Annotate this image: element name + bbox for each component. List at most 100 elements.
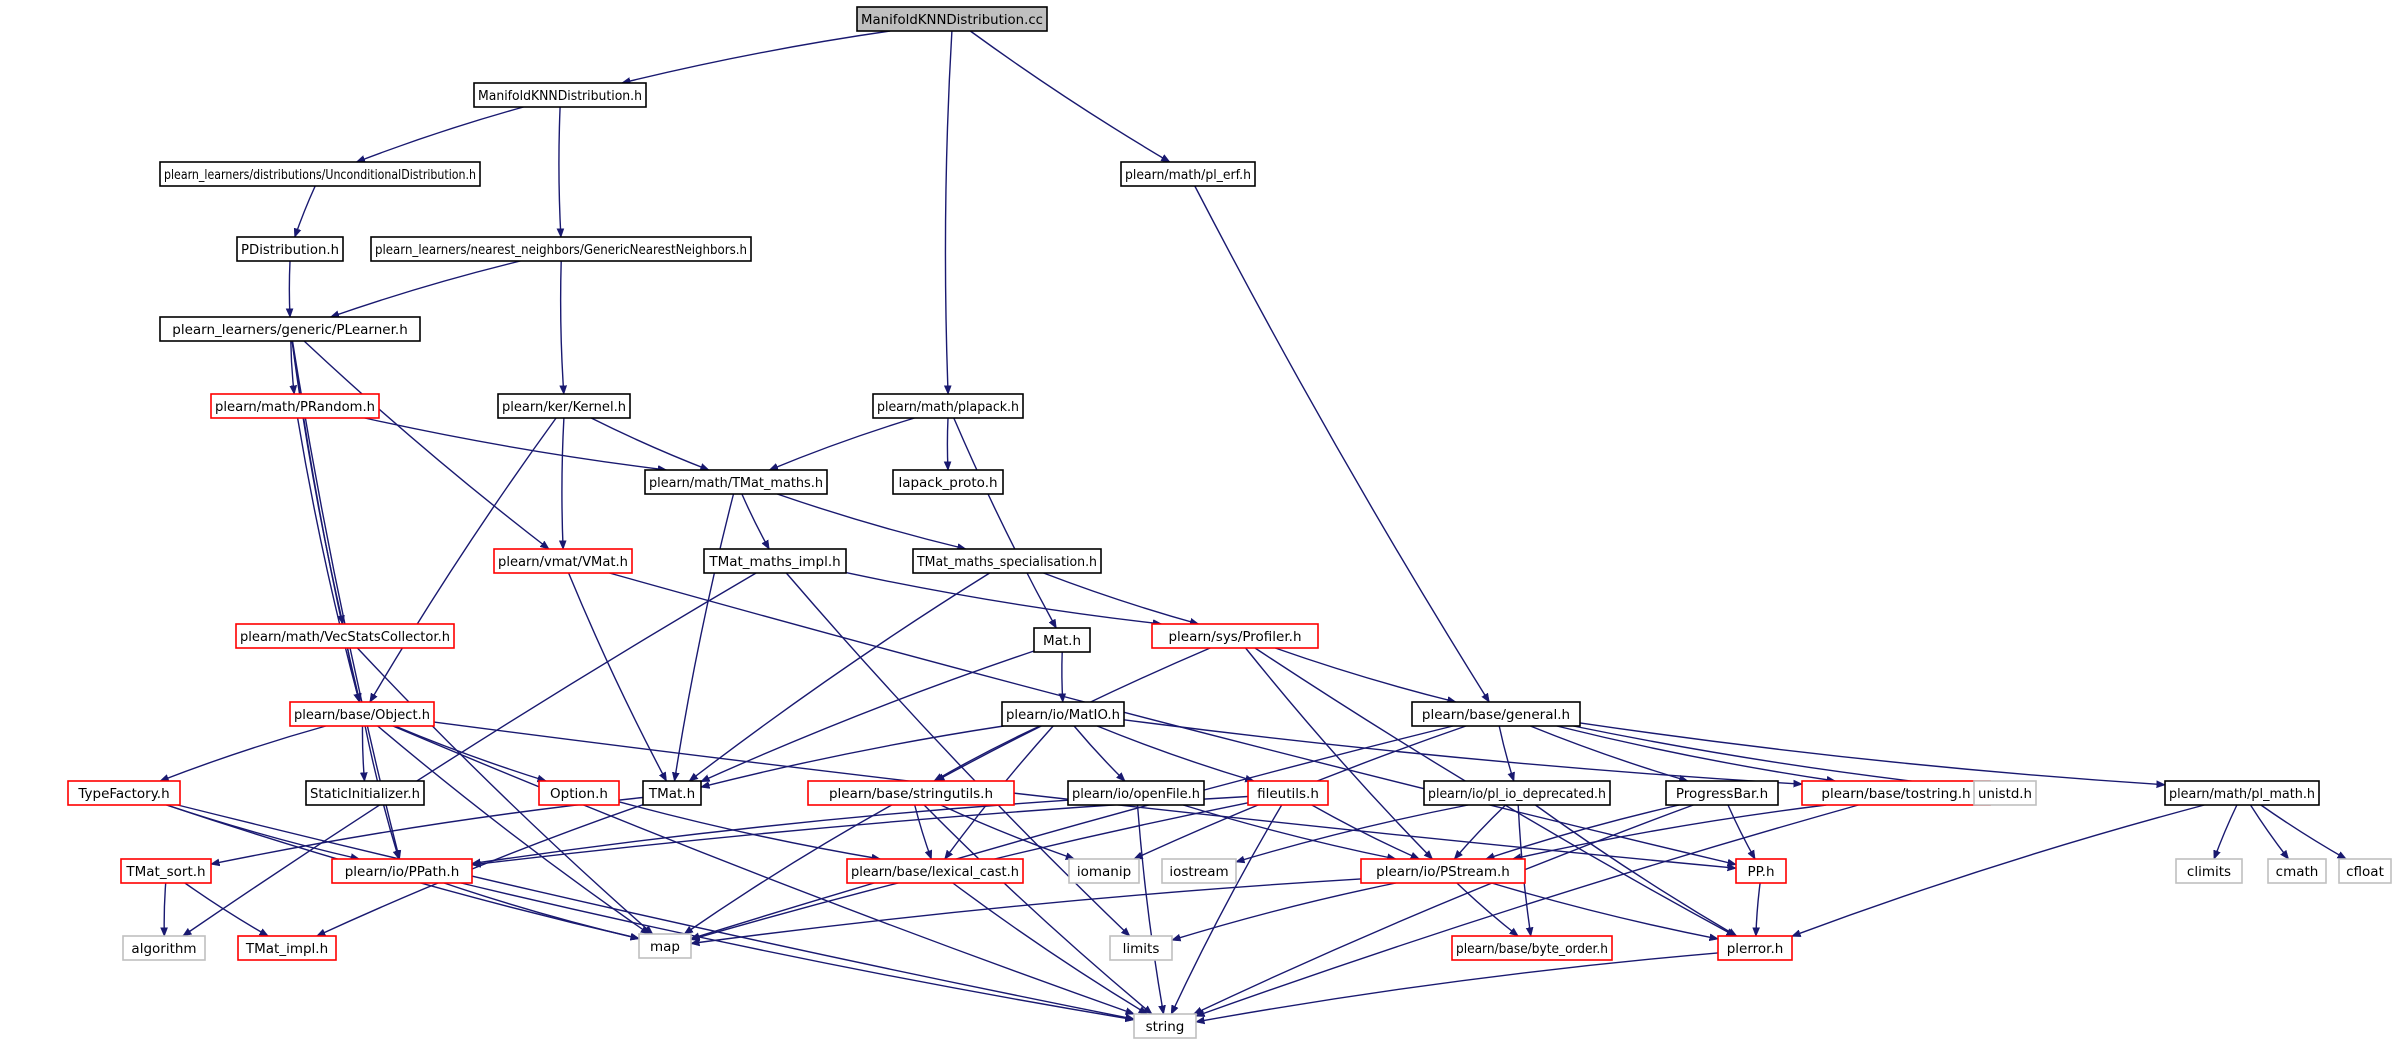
node-vecstats[interactable]: plearn/math/VecStatsCollector.h xyxy=(235,623,455,649)
node-box-pdist xyxy=(236,236,344,262)
node-pstream[interactable]: plearn/io/PStream.h xyxy=(1360,858,1526,884)
node-label-pstream: plearn/io/PStream.h xyxy=(1376,864,1510,880)
node-openfile[interactable]: plearn/io/openFile.h xyxy=(1067,780,1205,806)
node-tostring[interactable]: plearn/base/tostring.h xyxy=(1801,780,1991,806)
node-uncond[interactable]: plearn_learners/distributions/Unconditio… xyxy=(159,161,481,187)
node-label-plerror: plerror.h xyxy=(1727,941,1784,957)
node-label-prandom: plearn/math/PRandom.h xyxy=(215,399,375,415)
node-plmath[interactable]: plearn/math/pl_math.h xyxy=(2164,780,2320,806)
node-box-prandom xyxy=(210,393,380,419)
node-cmath[interactable]: cmath xyxy=(2267,858,2327,884)
node-tmspec[interactable]: TMat_maths_specialisation.h xyxy=(912,548,1102,574)
node-profiler[interactable]: plearn/sys/Profiler.h xyxy=(1151,623,1319,649)
node-box-tmat xyxy=(642,780,702,806)
edge-general-to-progressbar xyxy=(1530,725,1687,781)
node-map[interactable]: map xyxy=(638,933,692,959)
node-ppath[interactable]: plearn/io/PPath.h xyxy=(331,858,473,884)
node-unistd[interactable]: unistd.h xyxy=(1973,780,2037,806)
node-box-general xyxy=(1411,701,1581,727)
node-vmat[interactable]: plearn/vmat/VMat.h xyxy=(493,548,633,574)
edge-prandom-to-tmaths xyxy=(364,417,667,470)
node-progressbar[interactable]: ProgressBar.h xyxy=(1665,780,1779,806)
node-box-tmimpl xyxy=(703,548,847,574)
node-box-iomanip xyxy=(1068,858,1140,884)
node-plerf[interactable]: plearn/math/pl_erf.h xyxy=(1120,161,1256,187)
node-label-mknn_h: ManifoldKNNDistribution.h xyxy=(478,88,642,104)
node-typefactory[interactable]: TypeFactory.h xyxy=(67,780,181,806)
edge-general-to-unistd xyxy=(1573,725,1974,788)
edge-mat-to-matio xyxy=(1062,651,1063,702)
edge-progressbar-to-pph xyxy=(1727,804,1756,859)
node-box-tmatimpl xyxy=(237,935,337,961)
node-lapack[interactable]: lapack_proto.h xyxy=(892,469,1004,495)
node-fileutils[interactable]: fileutils.h xyxy=(1247,780,1329,806)
node-mat[interactable]: Mat.h xyxy=(1033,627,1091,653)
edge-tmaths-to-tmspec xyxy=(776,493,966,549)
edge-tmspec-to-tmat xyxy=(689,572,991,781)
node-string[interactable]: string xyxy=(1133,1013,1197,1039)
node-ploiodep[interactable]: plearn/io/pl_io_deprecated.h xyxy=(1423,780,1611,806)
node-tmatsort[interactable]: TMat_sort.h xyxy=(120,858,212,884)
node-label-tmat: TMat.h xyxy=(648,786,695,802)
node-box-lapack xyxy=(892,469,1004,495)
node-label-vecstats: plearn/math/VecStatsCollector.h xyxy=(240,629,450,645)
node-label-lapack: lapack_proto.h xyxy=(898,475,997,491)
node-label-plapack: plearn/math/plapack.h xyxy=(877,399,1019,415)
node-plerror[interactable]: plerror.h xyxy=(1717,935,1793,961)
edge-profiler-to-general xyxy=(1274,647,1456,702)
node-limits[interactable]: limits xyxy=(1109,935,1173,961)
node-box-profiler xyxy=(1151,623,1319,649)
node-stringutils[interactable]: plearn/base/stringutils.h xyxy=(807,780,1015,806)
node-box-algorithm xyxy=(122,935,206,961)
node-climits[interactable]: climits xyxy=(2175,858,2243,884)
node-label-plerf: plearn/math/pl_erf.h xyxy=(1125,167,1251,183)
node-mknn_h[interactable]: ManifoldKNNDistribution.h xyxy=(473,82,647,108)
node-tmat[interactable]: TMat.h xyxy=(642,780,702,806)
node-label-staticinit: StaticInitializer.h xyxy=(310,786,420,802)
edge-root-to-mknn_h xyxy=(622,30,891,83)
node-option[interactable]: Option.h xyxy=(538,780,620,806)
node-prandom[interactable]: plearn/math/PRandom.h xyxy=(210,393,380,419)
node-label-algorithm: algorithm xyxy=(131,941,196,957)
node-tmaths[interactable]: plearn/math/TMat_maths.h xyxy=(644,469,828,495)
node-iostream[interactable]: iostream xyxy=(1161,858,1237,884)
node-label-matio: plearn/io/MatIO.h xyxy=(1006,707,1120,723)
node-pdist[interactable]: PDistribution.h xyxy=(236,236,344,262)
node-pph[interactable]: PP.h xyxy=(1735,858,1787,884)
node-label-tmatimpl: TMat_impl.h xyxy=(245,941,328,957)
node-cfloat[interactable]: cfloat xyxy=(2338,858,2392,884)
node-kernel[interactable]: plearn/ker/Kernel.h xyxy=(497,393,631,419)
node-plapack[interactable]: plearn/math/plapack.h xyxy=(872,393,1024,419)
node-box-pstream xyxy=(1360,858,1526,884)
edge-lexcast-to-string xyxy=(952,882,1147,1015)
edge-tmimpl-to-limits xyxy=(785,572,1129,936)
node-algorithm[interactable]: algorithm xyxy=(122,935,206,961)
node-box-cmath xyxy=(2267,858,2327,884)
node-plearner[interactable]: plearn_learners/generic/PLearner.h xyxy=(159,316,421,342)
node-iomanip[interactable]: iomanip xyxy=(1068,858,1140,884)
edge-vecstats-to-map xyxy=(356,647,652,934)
node-box-plmath xyxy=(2164,780,2320,806)
node-lexcast[interactable]: plearn/base/lexical_cast.h xyxy=(846,858,1024,884)
edge-plerf-to-general xyxy=(1194,185,1490,702)
node-object[interactable]: plearn/base/Object.h xyxy=(289,701,435,727)
node-matio[interactable]: plearn/io/MatIO.h xyxy=(1001,701,1125,727)
edge-ppath-to-string xyxy=(460,882,1134,1020)
node-staticinit[interactable]: StaticInitializer.h xyxy=(305,780,425,806)
node-box-gnn xyxy=(370,236,752,262)
node-label-climits: climits xyxy=(2187,864,2231,880)
node-general[interactable]: plearn/base/general.h xyxy=(1411,701,1581,727)
node-label-object: plearn/base/Object.h xyxy=(294,707,430,723)
edge-tmimpl-to-profiler xyxy=(845,571,1161,624)
node-gnn[interactable]: plearn_learners/nearest_neighbors/Generi… xyxy=(370,236,752,262)
node-byteorder[interactable]: plearn/base/byte_order.h xyxy=(1451,935,1613,961)
edge-object-to-typefactory xyxy=(160,725,326,782)
node-box-ploiodep xyxy=(1423,780,1611,806)
node-root[interactable]: ManifoldKNNDistribution.cc xyxy=(856,6,1048,32)
node-label-pph: PP.h xyxy=(1747,864,1774,880)
edge-fileutils-to-pstream xyxy=(1311,804,1419,860)
node-tmimpl[interactable]: TMat_maths_impl.h xyxy=(703,548,847,574)
node-tmatimpl[interactable]: TMat_impl.h xyxy=(237,935,337,961)
node-box-progressbar xyxy=(1665,780,1779,806)
